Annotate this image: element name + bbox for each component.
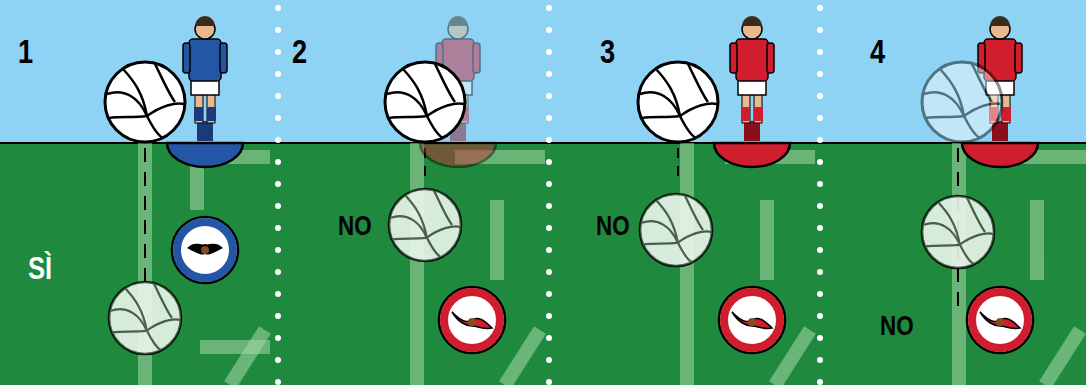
separator-dot (275, 269, 281, 275)
separator-dot (546, 291, 552, 297)
separator-dot (546, 313, 552, 319)
separator-dot (275, 71, 281, 77)
separator-dot (275, 247, 281, 253)
separator-dot (546, 137, 552, 143)
verdict-label: NO (338, 212, 372, 240)
separator-dot (546, 335, 552, 341)
separator-dot (546, 49, 552, 55)
separator-dot (546, 247, 552, 253)
separator-dot (546, 379, 552, 385)
separator-dot (817, 93, 823, 99)
separator-dot (275, 93, 281, 99)
separator-dot (817, 5, 823, 11)
separator-dot (546, 93, 552, 99)
separator-dot (546, 71, 552, 77)
separator-dot (546, 225, 552, 231)
separator-dot (817, 247, 823, 253)
separator-dot (817, 225, 823, 231)
separator-dot (275, 159, 281, 165)
separator-dot (275, 225, 281, 231)
separator-dot (546, 5, 552, 11)
panel-number: 1 (18, 34, 33, 68)
separator-dot (546, 159, 552, 165)
panel-number: 2 (292, 34, 307, 68)
separator-dot (817, 291, 823, 297)
verdict-label: NO (596, 212, 630, 240)
separator-dot (817, 115, 823, 121)
separator-dot (546, 181, 552, 187)
separator-dot (546, 203, 552, 209)
separator-dot (275, 181, 281, 187)
panel-number: 4 (870, 34, 885, 68)
separator-dot (275, 115, 281, 121)
separator-dot (275, 203, 281, 209)
separator-dot (817, 335, 823, 341)
separator-dot (275, 27, 281, 33)
separator-dot (817, 269, 823, 275)
separator-dot (275, 379, 281, 385)
separator-dot (275, 291, 281, 297)
verdict-label: SÌ (28, 252, 52, 284)
separator-dot (546, 357, 552, 363)
separator-dot (275, 357, 281, 363)
separator-dot (817, 379, 823, 385)
separator-dot (275, 137, 281, 143)
separator-dot (817, 27, 823, 33)
verdict-label: NO (880, 312, 914, 340)
separator-dot (817, 181, 823, 187)
panel-number: 3 (600, 34, 615, 68)
separator-dot (817, 137, 823, 143)
separator-dot (817, 159, 823, 165)
separator-dot (546, 269, 552, 275)
separator-dot (275, 49, 281, 55)
separator-dot (817, 71, 823, 77)
separator-dot (275, 5, 281, 11)
separator-dot (817, 203, 823, 209)
separator-dot (275, 335, 281, 341)
separator-dot (546, 115, 552, 121)
separator-dot (275, 313, 281, 319)
separator-dot (546, 27, 552, 33)
separator-dot (817, 49, 823, 55)
separator-dot (817, 313, 823, 319)
separator-dot (817, 357, 823, 363)
